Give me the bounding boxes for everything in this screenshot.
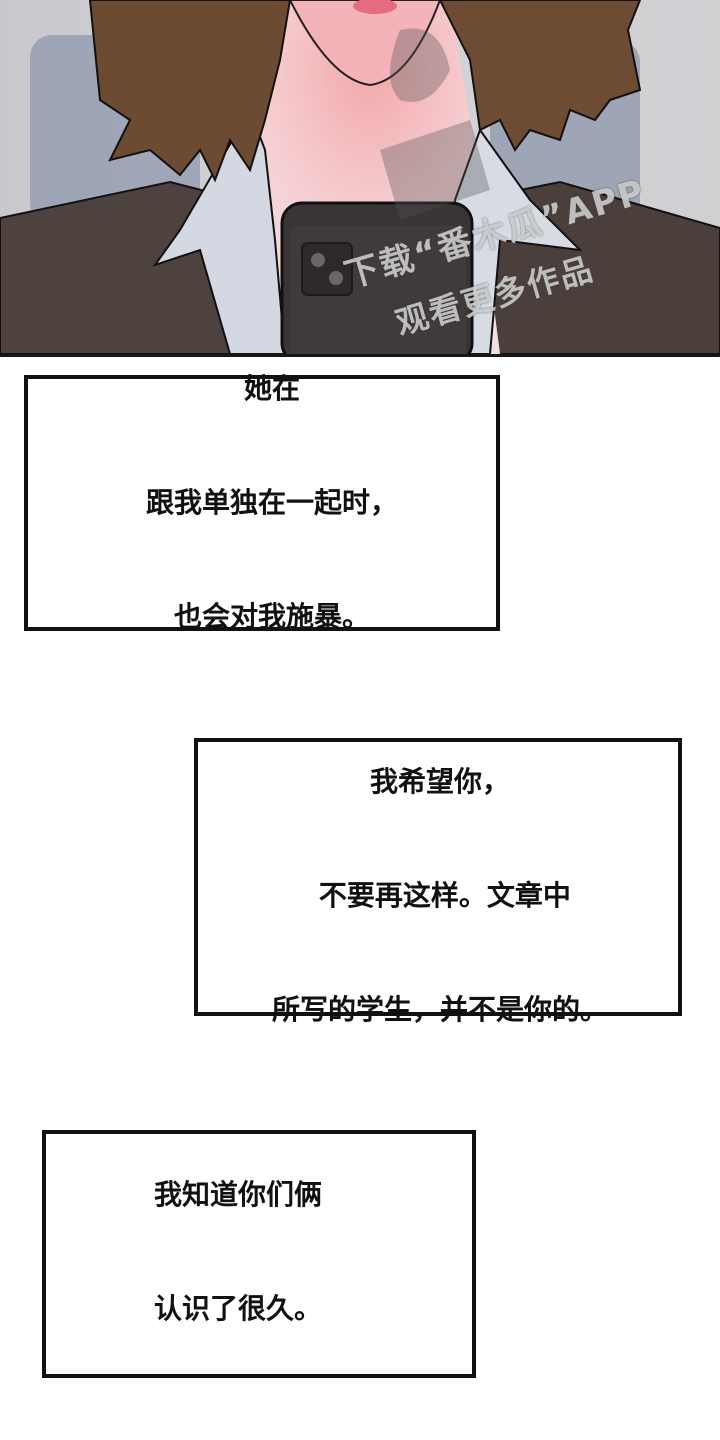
caption-box-3: 我知道你们俩 认识了很久。	[42, 1130, 476, 1378]
caption-line: 跟我单独在一起时，	[145, 486, 398, 519]
illustration	[0, 0, 720, 354]
caption-box-2: 我希望你， 不要再这样。文章中 所写的学生，并不是你的。	[194, 738, 682, 1026]
caption-box-1: 她在 跟我单独在一起时， 也会对我施暴。	[24, 372, 500, 633]
caption-line: 也会对我施暴。	[173, 600, 370, 633]
caption-text-1: 她在 跟我单独在一起时， 也会对我施暴。	[146, 294, 398, 712]
caption-line: 所写的学生，并不是你的。	[271, 993, 608, 1026]
caption-line: 我知道你们俩	[154, 1178, 323, 1211]
comic-panel-art: 下载“番木瓜”APP 观看更多作品	[0, 0, 720, 357]
caption-text-2: 我希望你， 不要再这样。文章中 所写的学生，并不是你的。	[272, 687, 608, 1105]
caption-text-3: 我知道你们俩 认识了很久。	[154, 1100, 322, 1404]
caption-line: 认识了很久。	[154, 1292, 323, 1325]
caption-line: 她在	[243, 372, 300, 405]
caption-line: 不要再这样。文章中	[309, 879, 571, 912]
caption-line: 我希望你，	[369, 765, 510, 798]
